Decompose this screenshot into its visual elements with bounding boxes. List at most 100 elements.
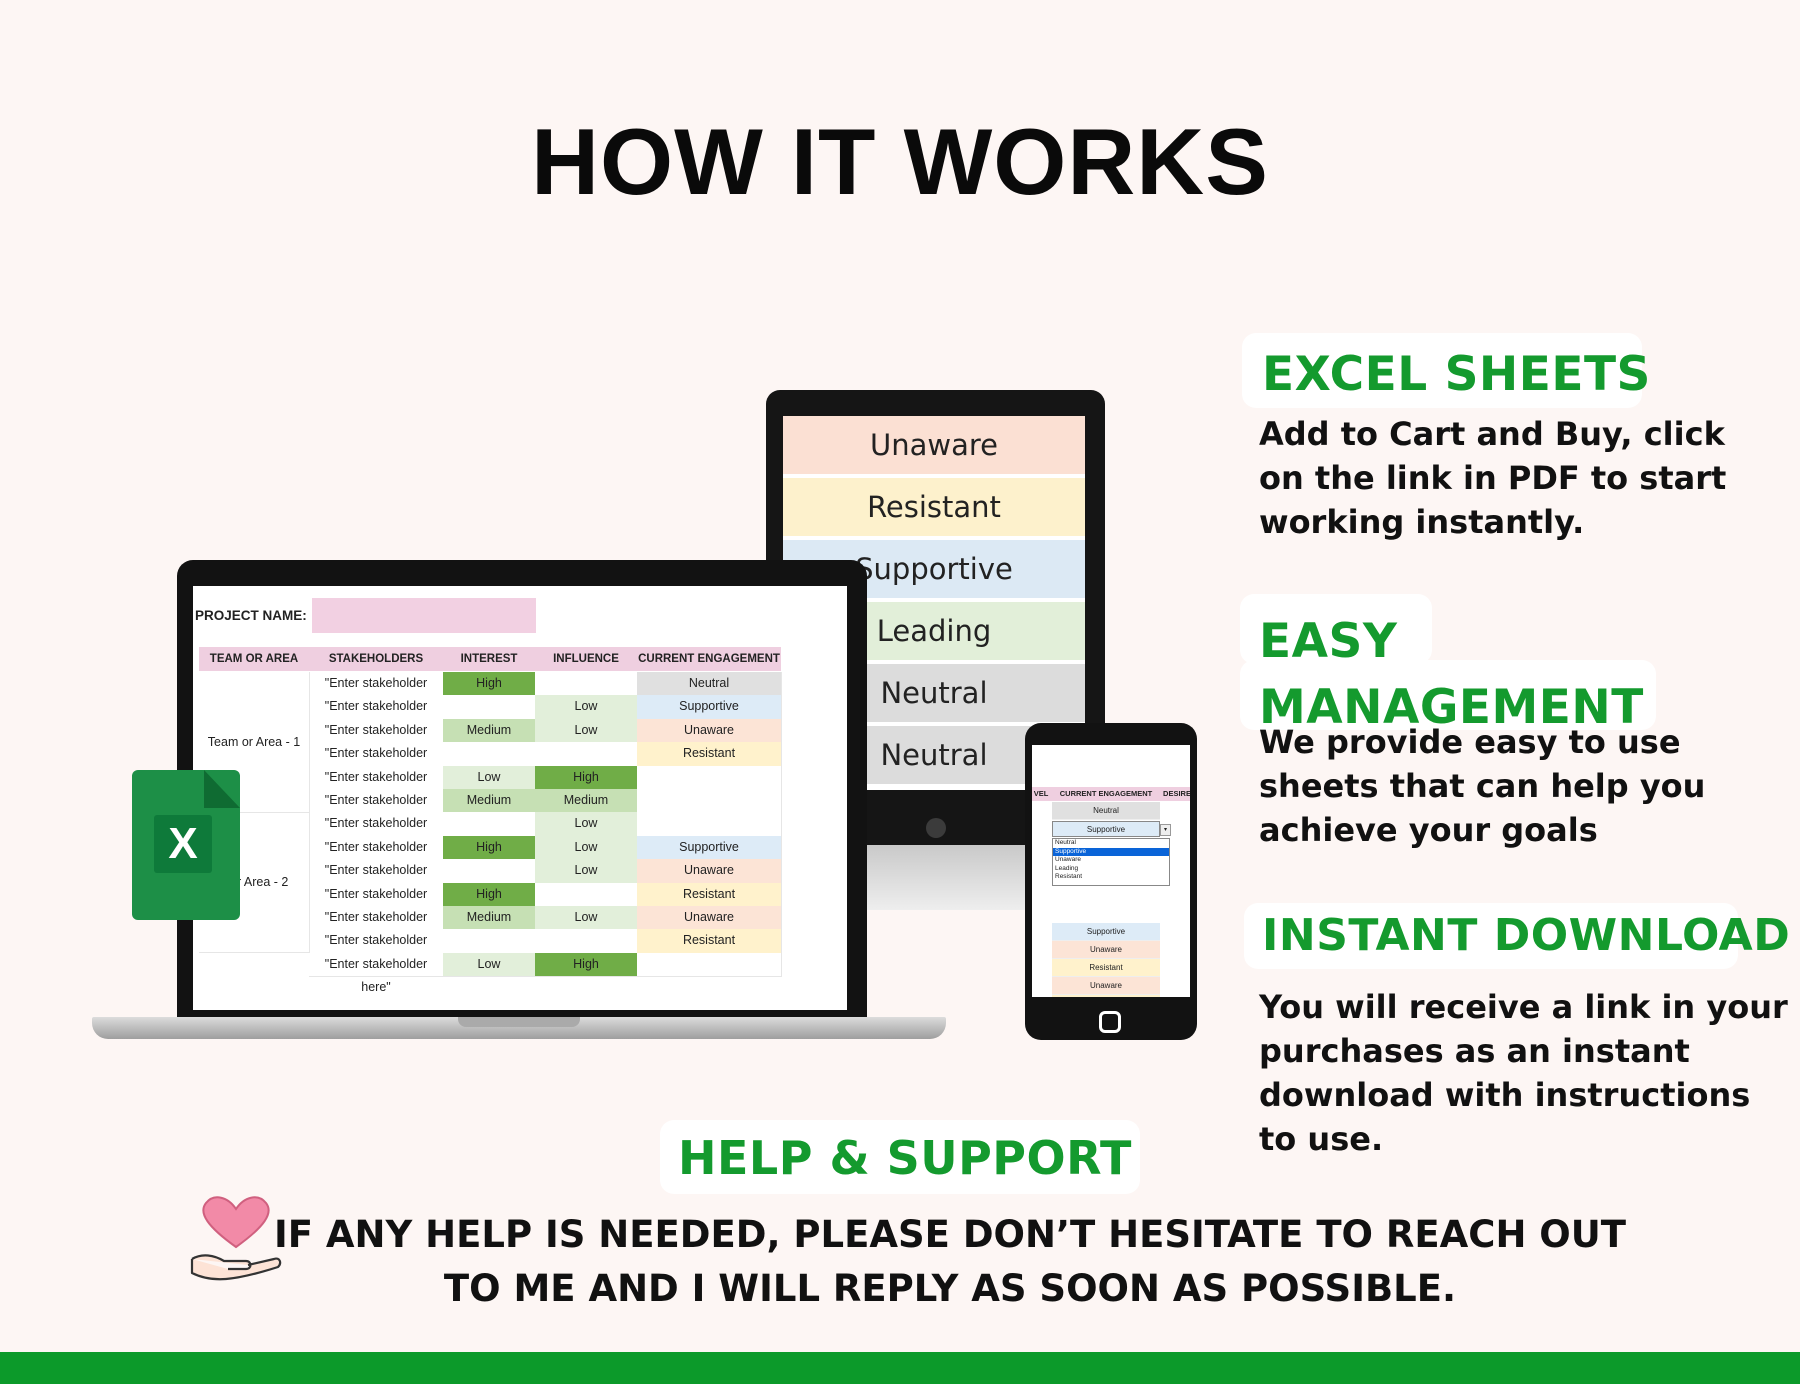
- stakeholder-cell[interactable]: "Enter stakeholder here": [309, 859, 444, 901]
- level-cell[interactable]: [535, 742, 638, 767]
- phone-engagement-cell[interactable]: Resistant: [1052, 959, 1160, 977]
- level-cell[interactable]: [535, 672, 638, 697]
- monitor-stand: [866, 845, 1026, 910]
- engagement-cell[interactable]: Unaware: [637, 906, 782, 931]
- engagement-cell[interactable]: Unaware: [637, 859, 782, 884]
- help-message-line: IF ANY HELP IS NEEDED, PLEASE DON’T HESI…: [273, 1213, 1627, 1256]
- phone-engagement-cell[interactable]: Unaware: [1052, 977, 1160, 995]
- level-cell[interactable]: Low: [535, 718, 638, 744]
- level-cell[interactable]: High: [443, 672, 536, 697]
- stakeholder-cell[interactable]: "Enter stakeholder here": [309, 835, 444, 877]
- level-cell[interactable]: [443, 929, 536, 954]
- stakeholder-cell[interactable]: "Enter stakeholder here": [309, 695, 444, 737]
- engagement-cell[interactable]: Supportive: [637, 695, 782, 720]
- help-heading: HELP & SUPPORT: [678, 1131, 1132, 1185]
- stakeholder-cell[interactable]: "Enter stakeholder here": [309, 718, 444, 760]
- level-cell[interactable]: Medium: [443, 789, 536, 814]
- feature-text-line: purchases as an instant: [1259, 1032, 1690, 1070]
- stakeholder-cell[interactable]: "Enter stakeholder here": [309, 882, 444, 924]
- phone-home-button: [1099, 1011, 1121, 1033]
- level-cell[interactable]: [535, 882, 638, 907]
- level-cell[interactable]: [443, 859, 536, 884]
- engagement-cell[interactable]: Resistant: [637, 742, 782, 767]
- feature-heading-instant-download: INSTANT DOWNLOAD: [1262, 910, 1791, 961]
- phone-column-header: VEL: [1033, 789, 1049, 798]
- column-header: STAKEHOLDERS: [309, 647, 443, 671]
- level-cell[interactable]: Medium: [443, 718, 536, 744]
- stakeholder-cell[interactable]: "Enter stakeholder here": [309, 742, 444, 784]
- feature-heading-line: EASY: [1259, 614, 1398, 669]
- help-message-line: TO ME AND I WILL REPLY AS SOON AS POSSIB…: [443, 1267, 1457, 1310]
- phone-engagement-cell[interactable]: Supportive: [1052, 923, 1160, 941]
- project-name-input[interactable]: [312, 598, 536, 633]
- level-cell[interactable]: High: [443, 882, 536, 907]
- level-cell[interactable]: Low: [535, 812, 638, 837]
- level-cell[interactable]: High: [443, 835, 536, 861]
- engagement-option: Resistant: [783, 478, 1085, 540]
- engagement-dropdown[interactable]: Supportive: [1052, 821, 1160, 837]
- level-cell[interactable]: Low: [535, 835, 638, 861]
- phone-engagement-cell[interactable]: Neutral: [1052, 802, 1160, 820]
- feature-text-instant-download: You will receive a link in your purchase…: [1259, 985, 1788, 1161]
- laptop-notch: [458, 1017, 580, 1027]
- level-cell[interactable]: Low: [443, 952, 536, 978]
- stakeholder-cell[interactable]: "Enter stakeholder here": [309, 929, 444, 971]
- feature-text-line: achieve your goals: [1259, 811, 1598, 849]
- stakeholder-cell[interactable]: "Enter stakeholder here": [309, 952, 444, 994]
- engagement-cell[interactable]: [637, 812, 782, 837]
- engagement-cell[interactable]: Resistant: [637, 929, 782, 954]
- stakeholder-cell[interactable]: "Enter stakeholder here": [309, 672, 444, 713]
- engagement-cell[interactable]: Neutral: [637, 672, 782, 697]
- stakeholder-cell[interactable]: "Enter stakeholder here": [309, 765, 444, 807]
- heart-hand-icon: [190, 1196, 282, 1281]
- feature-text-excel-sheets: Add to Cart and Buy, click on the link i…: [1259, 412, 1726, 544]
- level-cell[interactable]: High: [535, 765, 638, 790]
- feature-text-line: sheets that can help you: [1259, 767, 1706, 805]
- stakeholder-cell[interactable]: "Enter stakeholder here": [309, 906, 444, 947]
- laptop-base: [92, 1017, 946, 1039]
- feature-heading-excel-sheets: EXCEL SHEETS: [1262, 347, 1651, 402]
- monitor-camera-icon: [926, 818, 946, 838]
- level-cell[interactable]: [443, 812, 536, 837]
- feature-text-line: working instantly.: [1259, 503, 1585, 541]
- phone-engagement-cell[interactable]: Resistant: [1052, 995, 1160, 997]
- help-message: IF ANY HELP IS NEEDED, PLEASE DON’T HESI…: [260, 1208, 1640, 1316]
- level-cell[interactable]: Low: [535, 859, 638, 884]
- level-cell[interactable]: Low: [535, 906, 638, 931]
- engagement-cell[interactable]: [637, 789, 782, 814]
- level-cell[interactable]: [443, 695, 536, 720]
- stakeholder-cell[interactable]: "Enter stakeholder here": [309, 789, 444, 830]
- feature-text-line: You will receive a link in your: [1259, 988, 1788, 1026]
- dropdown-option[interactable]: Unaware: [1055, 856, 1082, 864]
- feature-text-easy-management: We provide easy to use sheets that can h…: [1259, 720, 1705, 852]
- level-cell[interactable]: [443, 742, 536, 767]
- engagement-cell[interactable]: Resistant: [637, 882, 782, 907]
- dropdown-option[interactable]: Resistant: [1055, 873, 1083, 881]
- level-cell[interactable]: Low: [443, 765, 536, 790]
- level-cell[interactable]: Medium: [535, 789, 638, 814]
- dropdown-option[interactable]: Neutral: [1055, 839, 1076, 846]
- level-cell[interactable]: Medium: [443, 906, 536, 931]
- dropdown-option[interactable]: Supportive: [1053, 847, 1169, 857]
- engagement-cell[interactable]: [637, 952, 782, 978]
- stakeholder-cell[interactable]: "Enter stakeholder here": [309, 812, 444, 854]
- level-cell[interactable]: [535, 929, 638, 954]
- feature-text-line: We provide easy to use: [1259, 723, 1681, 761]
- level-cell[interactable]: Low: [535, 695, 638, 720]
- engagement-cell[interactable]: Supportive: [637, 835, 782, 861]
- engagement-cell[interactable]: [637, 765, 782, 790]
- phone-column-header: CURRENT ENGAGEMENT: [1059, 789, 1153, 798]
- dropdown-option[interactable]: Leading: [1055, 864, 1079, 872]
- phone-engagement-cell[interactable]: Unaware: [1052, 941, 1160, 959]
- level-cell[interactable]: High: [535, 952, 638, 978]
- column-header: TEAM OR AREA: [199, 647, 309, 671]
- feature-pill-excel: [1242, 333, 1642, 408]
- engagement-cell[interactable]: Unaware: [637, 718, 782, 744]
- chevron-down-icon[interactable]: ▾: [1160, 824, 1171, 836]
- feature-text-line: download with instructions: [1259, 1076, 1751, 1114]
